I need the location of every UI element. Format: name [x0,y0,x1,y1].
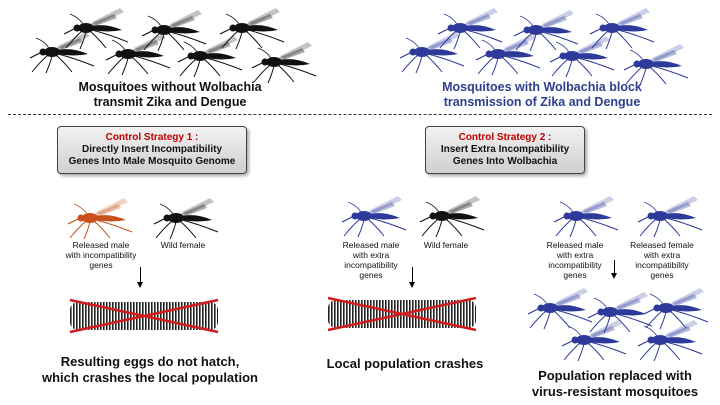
arrow-down [140,267,141,283]
mosquito-icon [29,31,95,74]
mosquito-icon [561,319,627,362]
strategy-1-outcome: Resulting eggs do not hatch, which crash… [42,354,258,385]
mosquito-icon [637,319,703,362]
released-male-label: Released male with incompatibility genes [65,240,137,270]
crossed-egg-mass [69,298,219,334]
mosquito-icon [177,35,243,78]
released-female-label: Released female with extra incompatibili… [630,240,694,280]
strategy-2b-outcome: Population replaced with virus-resistant… [531,368,699,399]
strategy-1-box: Control Strategy 1 : Directly Insert Inc… [57,126,247,174]
wild-female-label: Wild female [423,240,469,250]
mosquito-icon [475,33,541,76]
mosquito-icon [399,31,465,74]
strategy-2-body: Insert Extra Incompatibility Genes Into … [440,144,570,167]
engineered-female-mosquito-icon [637,195,703,238]
arrow-head [409,282,415,288]
mosquito-icon [549,35,615,78]
released-male-label: Released male with extra incompatibility… [546,240,604,280]
arrow-down [614,260,615,274]
engineered-male-mosquito-icon [341,195,407,238]
arrow-down [412,267,413,283]
strategy-1-body: Directly Insert Incompatibility Genes In… [68,144,236,167]
mosquito-icon [251,41,317,84]
engineered-male-mosquito-icon [553,195,619,238]
strategy-2-title: Control Strategy 2 : [458,132,552,143]
strategy-1-title: Control Strategy 1 : [105,132,199,143]
crossed-egg-mass [327,296,477,332]
strategy-2-box: Control Strategy 2 : Insert Extra Incomp… [425,126,585,174]
wild-female-mosquito-icon [153,197,219,240]
section-divider [8,114,712,115]
wild-female-label: Wild female [160,240,206,250]
arrow-head [137,282,143,288]
engineered-male-mosquito-icon [67,197,133,240]
wild-female-mosquito-icon [419,195,485,238]
wolbachia-mosquito-caption: Mosquitoes with Wolbachia block transmis… [442,80,642,109]
arrow-head [611,273,617,279]
mosquito-icon [105,33,171,76]
normal-mosquito-caption: Mosquitoes without Wolbachia transmit Zi… [78,80,262,109]
released-male-label: Released male with extra incompatibility… [342,240,400,280]
strategy-2a-outcome: Local population crashes [326,356,484,371]
